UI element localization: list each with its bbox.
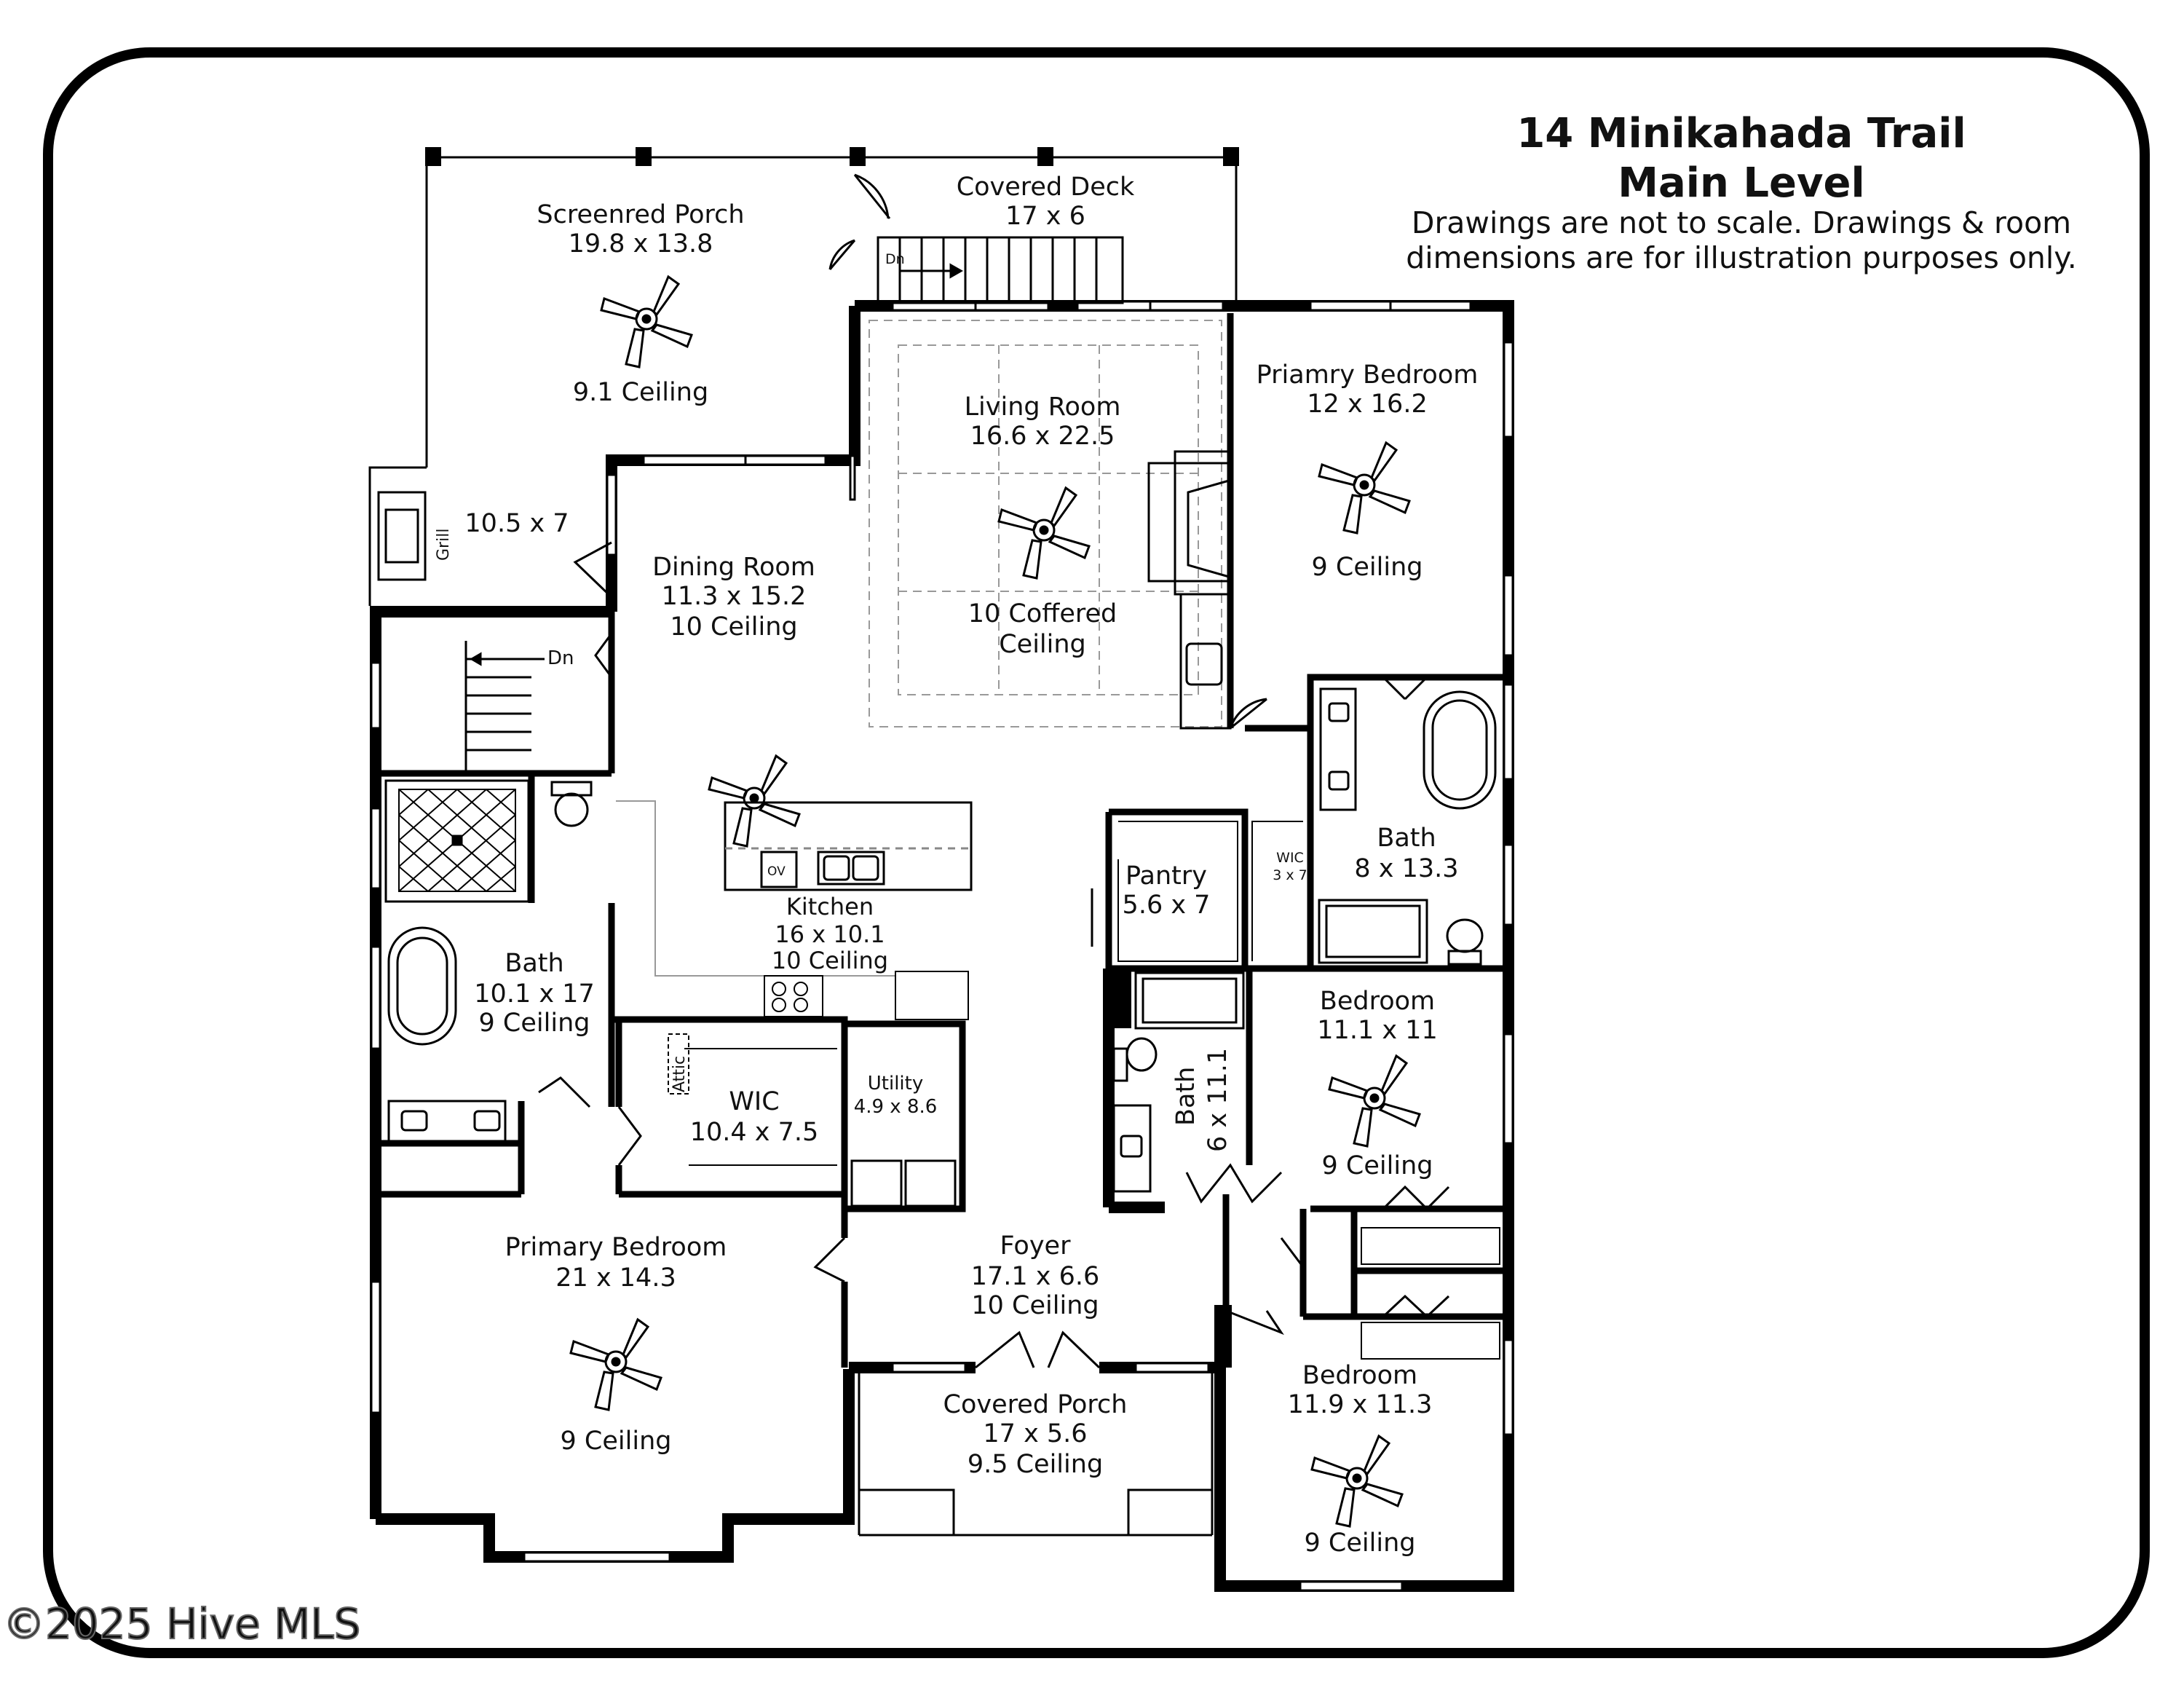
covered-deck-dims: 17 x 6 bbox=[1005, 202, 1085, 231]
pantry-name: Pantry bbox=[1125, 861, 1207, 891]
bedroom-1-dims: 11.1 x 11 bbox=[1317, 1016, 1437, 1045]
bath-left-name: Bath bbox=[505, 949, 563, 978]
scale-disclaimer-line1: Drawings are not to scale. Drawings & ro… bbox=[1412, 205, 2071, 240]
screened-porch-name: Screenred Porch bbox=[537, 200, 744, 229]
kitchen-counters bbox=[616, 800, 969, 1020]
bath-center-dims: 6 x 11.1 bbox=[1203, 1048, 1233, 1152]
watermark: ©2025 Hive MLS bbox=[3, 1599, 360, 1649]
bath-left-dims: 10.1 x 17 bbox=[474, 979, 594, 1009]
primary-bedroom-lower-dims: 21 x 14.3 bbox=[555, 1263, 676, 1293]
screened-porch-ceiling: 9.1 Ceiling bbox=[573, 378, 708, 407]
utility-name: Utility bbox=[868, 1073, 923, 1095]
living-room-ceiling-line2: Ceiling bbox=[999, 630, 1086, 659]
kitchen-name: Kitchen bbox=[786, 893, 874, 920]
primary-bath-dims: 8 x 13.3 bbox=[1354, 854, 1458, 883]
utility-dims: 4.9 x 8.6 bbox=[854, 1096, 938, 1118]
stairs-down-label-deck: Dn bbox=[885, 251, 905, 267]
shelving bbox=[668, 821, 1500, 1360]
interior-walls bbox=[376, 313, 1508, 1368]
primary-bedroom-lower-ceiling: 9 Ceiling bbox=[561, 1427, 672, 1456]
page-frame bbox=[43, 47, 2150, 1658]
ceiling-fan-icon bbox=[997, 486, 1091, 580]
oven-label: OV bbox=[767, 864, 786, 879]
ceiling-fan-icon bbox=[1328, 1054, 1421, 1148]
outdoor-outlines bbox=[368, 156, 1238, 1537]
wic-large-name: WIC bbox=[729, 1087, 779, 1116]
primary-bedroom-upper-ceiling: 9 Ceiling bbox=[1312, 553, 1423, 582]
wic-large-dims: 10.4 x 7.5 bbox=[690, 1118, 819, 1147]
foyer-name: Foyer bbox=[1000, 1231, 1072, 1261]
scale-disclaimer-line2: dimensions are for illustration purposes… bbox=[1406, 240, 2077, 275]
covered-porch-name: Covered Porch bbox=[943, 1390, 1128, 1419]
living-room-ceiling-line1: 10 Coffered bbox=[968, 599, 1117, 628]
ceiling-fan-icon bbox=[708, 754, 801, 848]
bedroom-1-ceiling: 9 Ceiling bbox=[1322, 1151, 1433, 1180]
dining-room-dims: 11.3 x 15.2 bbox=[662, 582, 807, 611]
door-swings bbox=[538, 173, 1450, 1369]
primary-bedroom-lower-name: Primary Bedroom bbox=[505, 1233, 727, 1262]
wall-block bbox=[1108, 969, 1131, 1028]
foyer-dims: 17.1 x 6.6 bbox=[971, 1262, 1100, 1291]
dining-room-name: Dining Room bbox=[652, 553, 815, 582]
covered-deck-name: Covered Deck bbox=[957, 173, 1135, 202]
bedroom-1-name: Bedroom bbox=[1320, 987, 1435, 1016]
primary-bedroom-upper-name: Priamry Bedroom bbox=[1257, 360, 1479, 390]
bedroom-2-name: Bedroom bbox=[1302, 1361, 1417, 1390]
bedroom-2-ceiling: 9 Ceiling bbox=[1305, 1529, 1416, 1558]
bath-left-ceiling: 9 Ceiling bbox=[479, 1009, 590, 1038]
stairs-interior bbox=[464, 641, 545, 773]
kitchen-island bbox=[724, 801, 973, 891]
wic-small-name: WIC bbox=[1276, 850, 1304, 866]
windows bbox=[370, 300, 1514, 1592]
primary-bath-name: Bath bbox=[1377, 824, 1436, 853]
grill-area-dims: 10.5 x 7 bbox=[464, 509, 569, 538]
ceiling-fan-icon bbox=[1318, 441, 1411, 535]
grill-icon bbox=[377, 491, 427, 581]
ceiling-fan-icon bbox=[569, 1317, 662, 1411]
kitchen-dims: 16 x 10.1 bbox=[775, 920, 885, 948]
wic-small-dims: 3 x 7 bbox=[1273, 867, 1307, 883]
stairs-down-label-interior: Dn bbox=[547, 647, 574, 669]
pantry-dims: 5.6 x 7 bbox=[1123, 891, 1211, 920]
ceiling-fan-icon bbox=[600, 275, 693, 368]
screened-porch-dims: 19.8 x 13.8 bbox=[569, 229, 713, 259]
fireplace bbox=[1147, 450, 1232, 730]
plan-subtitle: Main Level bbox=[1618, 159, 1864, 207]
ceiling-fan-icon bbox=[1310, 1434, 1404, 1528]
room-labels: Screenred Porch 19.8 x 13.8 9.1 Ceiling … bbox=[464, 173, 1478, 1558]
bath-center-name: Bath bbox=[1171, 1067, 1200, 1126]
living-room-name: Living Room bbox=[965, 393, 1121, 422]
stairs-deck bbox=[877, 236, 1124, 304]
covered-porch-ceiling: 9.5 Ceiling bbox=[968, 1450, 1103, 1479]
coffered-ceiling-grid bbox=[869, 320, 1222, 727]
foyer-ceiling: 10 Ceiling bbox=[971, 1291, 1099, 1320]
plan-title: 14 Minikahada Trail bbox=[1516, 110, 1966, 157]
grill-label: Grill bbox=[435, 529, 453, 561]
living-room-dims: 16.6 x 22.5 bbox=[970, 422, 1115, 451]
attic-label: Attic bbox=[670, 1056, 689, 1092]
bedroom-2-dims: 11.9 x 11.3 bbox=[1288, 1390, 1433, 1419]
primary-bedroom-upper-dims: 12 x 16.2 bbox=[1307, 390, 1427, 419]
dining-room-ceiling: 10 Ceiling bbox=[670, 612, 797, 642]
covered-porch-dims: 17 x 5.6 bbox=[983, 1419, 1087, 1448]
porch-posts bbox=[425, 147, 1239, 166]
bath-fixtures bbox=[384, 687, 1497, 1207]
kitchen-ceiling: 10 Ceiling bbox=[772, 947, 888, 974]
